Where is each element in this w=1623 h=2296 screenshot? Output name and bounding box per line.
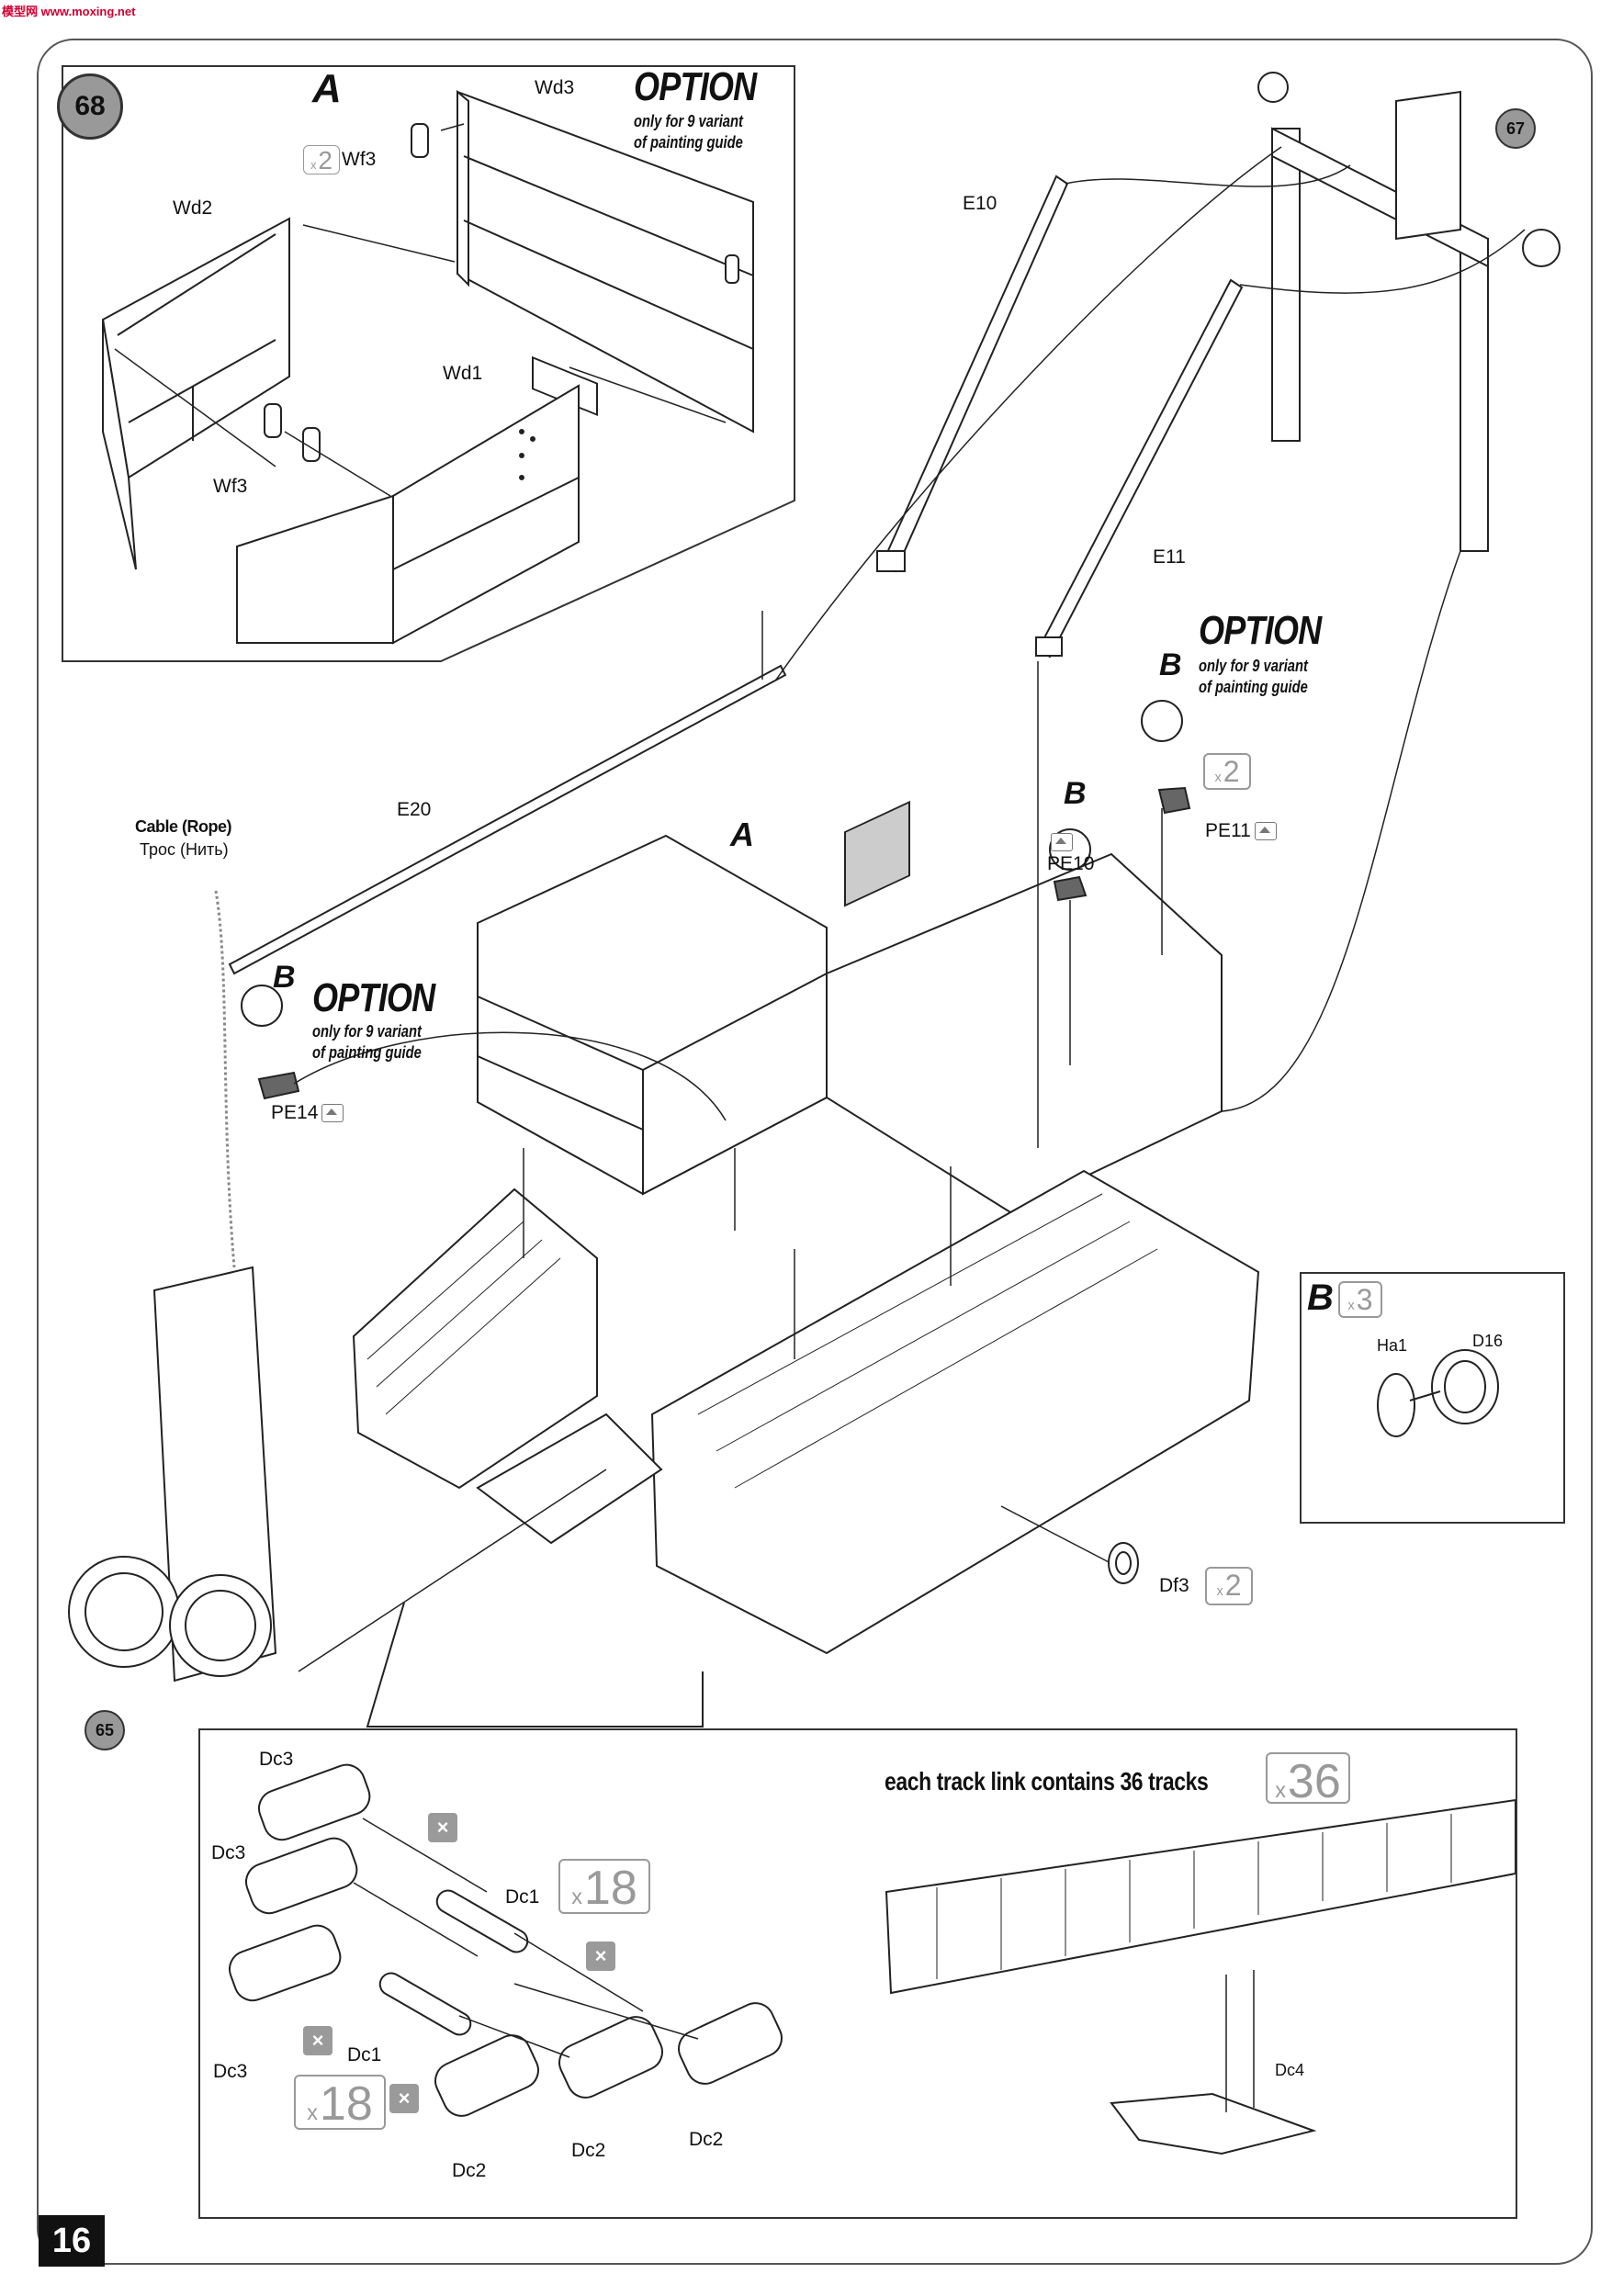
- wf3-pin-drawings: [264, 123, 739, 462]
- callout-b-mid: B: [1064, 776, 1087, 811]
- part-label-dc1-a: Dc1: [505, 1886, 540, 1908]
- track-note: each track link contains 36 tracks: [885, 1767, 1209, 1795]
- photo-etch-icon: [1051, 833, 1073, 852]
- leader-lines: [293, 146, 1526, 1672]
- ref-65: 65: [95, 1720, 115, 1739]
- e11-rod-drawing: [1035, 278, 1244, 658]
- option-title-b-left: OPTION: [312, 975, 435, 1020]
- part-label-wf3-top: Wf3: [342, 149, 377, 170]
- df3-part-drawing: [1108, 1542, 1139, 1584]
- part-label-dc2-c: Dc2: [689, 2129, 724, 2150]
- part-label-dc1-b: Dc1: [347, 2044, 382, 2065]
- track-arrows: [353, 1818, 699, 2058]
- cable-label-ru: Трос (Нить): [140, 840, 229, 859]
- part-label-pe10: PE10: [1047, 831, 1094, 875]
- detail-pointer: [366, 1602, 704, 1728]
- part-label-e11: E11: [1153, 546, 1186, 568]
- ref-67-badge: 67: [1495, 108, 1536, 149]
- part-label-dc4: Dc4: [1275, 2061, 1305, 2079]
- cable-rope-drawing: [214, 890, 236, 1268]
- panel-a-arrows: [114, 123, 727, 497]
- subassembly-a-letter: A: [312, 66, 342, 111]
- part-label-df3: Df3: [1159, 1575, 1189, 1596]
- wd2-wall-drawing: [101, 217, 290, 570]
- option-title-a: OPTION: [634, 64, 757, 109]
- page-number: 16: [39, 2215, 105, 2267]
- frame-67-drawing: [1257, 72, 1561, 552]
- photo-etch-icon: [321, 1104, 344, 1123]
- part-label-dc3-b: Dc3: [211, 1842, 246, 1863]
- part-label-ha1: Ha1: [1377, 1336, 1408, 1355]
- part-label-dc3-c: Dc3: [213, 2061, 248, 2082]
- wd1-wall-drawing: [236, 384, 580, 645]
- option-title-b-right: OPTION: [1199, 608, 1322, 653]
- part-label-pe14: PE14: [271, 1102, 344, 1124]
- dc4-arrows: [1225, 1970, 1255, 2112]
- step-number: 68: [74, 91, 106, 121]
- option-sub-right-1: only for 9 variant: [1199, 657, 1308, 675]
- glue-icon-4: ×: [389, 2084, 419, 2113]
- subassembly-a-frame: [62, 65, 795, 662]
- part-label-wd2: Wd2: [173, 197, 213, 219]
- ref-67: 67: [1505, 118, 1526, 138]
- part-label-dc3-a: Dc3: [259, 1749, 294, 1770]
- part-label-wf3-bottom: Wf3: [213, 476, 248, 497]
- wd3-wall-drawing: [456, 89, 754, 433]
- part-label-dc2-a: Dc2: [452, 2160, 487, 2181]
- option-sub-left-2: of painting guide: [312, 1043, 422, 1062]
- part-label-wd1: Wd1: [443, 363, 483, 384]
- option-sub-a-2: of painting guide: [634, 133, 743, 152]
- subassembly-b-letter: B: [1307, 1277, 1334, 1318]
- page-frame: [37, 39, 1593, 2265]
- site-watermark: 模型网 www.moxing.net: [2, 5, 136, 18]
- option-sub-left-1: only for 9 variant: [312, 1022, 422, 1041]
- part-label-dc2-b: Dc2: [571, 2140, 606, 2161]
- e20-rod-drawing: [228, 664, 787, 975]
- part-label-e20: E20: [397, 799, 432, 820]
- photo-etch-icon: [1254, 822, 1277, 841]
- step-number-badge: 68: [57, 73, 123, 140]
- part-label-pe11: PE11: [1205, 820, 1277, 842]
- glue-icon-1: ×: [428, 1813, 457, 1842]
- glue-icon-3: ×: [303, 2026, 332, 2055]
- glue-icon-2: ×: [586, 1941, 615, 1971]
- winch-65-drawing: [68, 1266, 277, 1683]
- part-label-d16: D16: [1472, 1332, 1504, 1350]
- callout-b-left: B: [273, 960, 296, 995]
- callout-a-main: A: [730, 816, 754, 853]
- track-link-drawings: [229, 1763, 783, 2117]
- callout-b-right: B: [1159, 647, 1182, 682]
- tractor-drawing: [352, 800, 1260, 1655]
- lamp-b-drawings: [241, 700, 1191, 1100]
- ref-65-badge: 65: [85, 1710, 125, 1750]
- option-sub-right-2: of painting guide: [1199, 678, 1308, 696]
- part-label-wd3: Wd3: [535, 77, 575, 98]
- b-detail-drawing: [1377, 1349, 1499, 1437]
- option-sub-a-1: only for 9 variant: [634, 112, 743, 130]
- part-label-e10: E10: [963, 193, 997, 214]
- cable-label-en: Cable (Rope): [135, 817, 232, 836]
